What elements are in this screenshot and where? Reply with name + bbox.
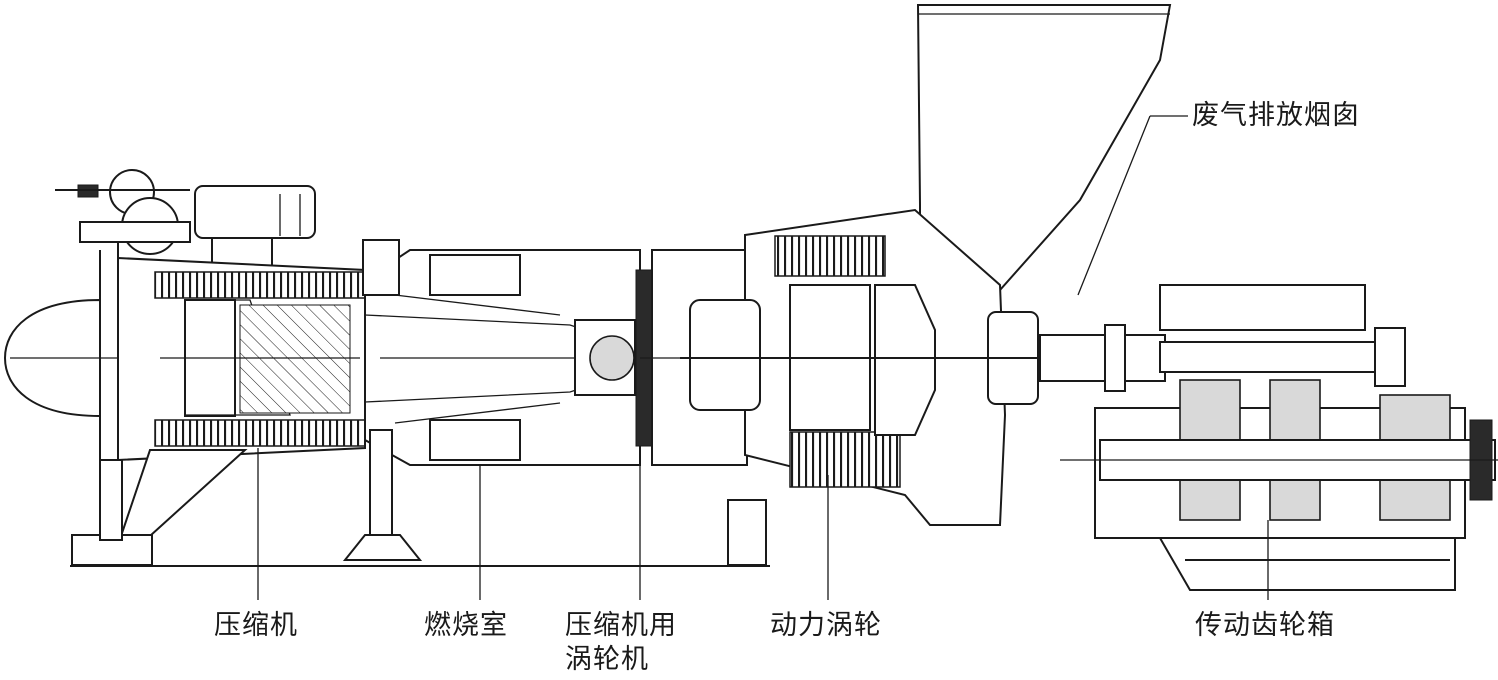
label-exhaust-stack: 废气排放烟囱 xyxy=(1192,100,1360,131)
output-shaft xyxy=(1039,324,1406,392)
label-power-turbine: 动力涡轮 xyxy=(770,610,882,641)
leader-lines xyxy=(257,115,1269,600)
accessory-pumps xyxy=(55,169,316,267)
transmission-gearbox xyxy=(1060,284,1498,591)
power-turbine-section xyxy=(680,208,1160,566)
label-compressor-turbine-line1: 压缩机用 xyxy=(565,610,677,641)
label-compressor: 压缩机 xyxy=(214,610,298,641)
label-compressor-turbine-line2: 涡轮机 xyxy=(565,644,649,675)
label-gearbox: 传动齿轮箱 xyxy=(1195,610,1335,641)
combustor-section xyxy=(342,239,641,561)
front-support xyxy=(71,449,248,566)
label-combustor: 燃烧室 xyxy=(424,610,508,641)
compressor-section xyxy=(117,256,366,462)
